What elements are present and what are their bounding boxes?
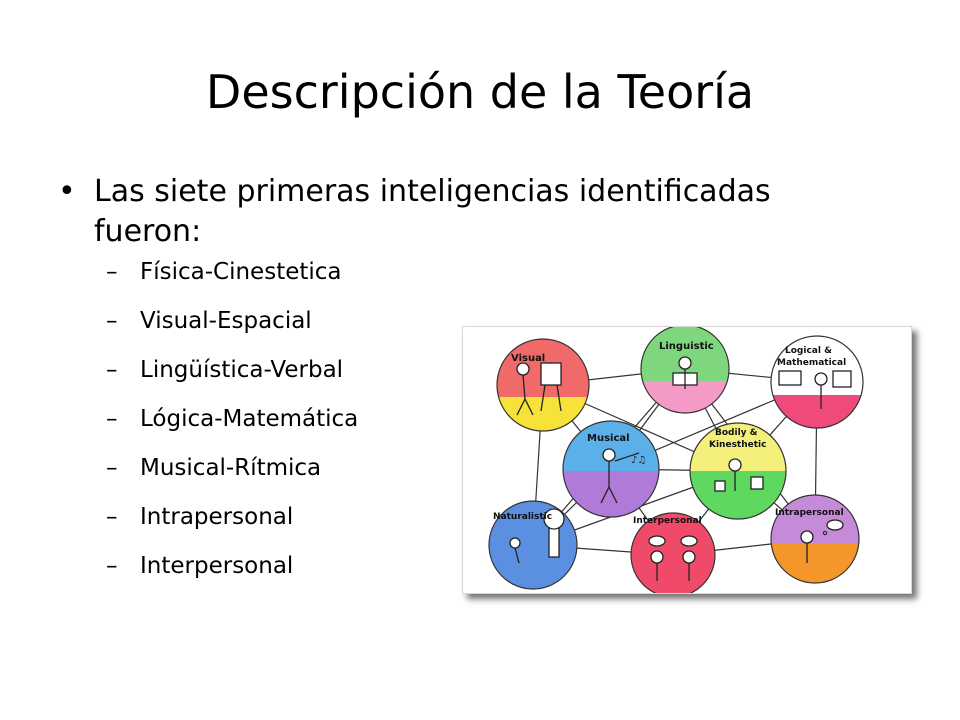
intelligence-list: –Física-Cinestetica –Visual-Espacial –Li… xyxy=(58,260,898,578)
violin-figure-icon: ♪♫ xyxy=(600,448,646,504)
calculating-figure-icon xyxy=(778,370,852,409)
dash-marker: – xyxy=(106,308,118,334)
node-outline xyxy=(630,512,716,593)
dash-marker: – xyxy=(106,259,118,285)
bullet-marker: • xyxy=(58,174,76,209)
node-intrapersonal-bottom xyxy=(771,543,859,583)
list-item: –Física-Cinestetica xyxy=(106,260,898,284)
node-bodily-label-line1: Bodily & xyxy=(715,428,758,438)
dash-marker: – xyxy=(106,553,118,579)
list-item-text: Interpersonal xyxy=(140,553,294,579)
node-logical-bottom xyxy=(771,395,863,428)
node-naturalistic-label: Naturalistic xyxy=(493,512,552,522)
list-item-text: Lingüística-Verbal xyxy=(140,357,344,383)
main-bullet-text: Las siete primeras inteligencias identif… xyxy=(94,174,771,249)
multiple-intelligences-diagram: Visual Linguistic xyxy=(462,326,912,594)
node-bodily-kinesthetic: Bodily & Kinesthetic xyxy=(689,422,787,520)
node-visual: Visual xyxy=(496,338,590,432)
talking-figures-icon xyxy=(648,535,698,581)
intelligences-network: Visual Linguistic xyxy=(488,327,864,593)
node-outline xyxy=(640,327,730,414)
node-naturalistic-top xyxy=(489,501,577,545)
dash-marker: – xyxy=(106,455,118,481)
node-outline xyxy=(496,338,590,432)
list-item: –Interpersonal xyxy=(106,554,898,578)
list-item-text: Lógica-Matemática xyxy=(140,406,359,432)
list-item: –Intrapersonal xyxy=(106,505,898,529)
node-outline xyxy=(488,500,578,590)
node-naturalistic-bottom xyxy=(489,545,577,589)
list-item-text: Intrapersonal xyxy=(140,504,294,530)
list-item: –Visual-Espacial xyxy=(106,309,898,333)
node-interpersonal-bottom xyxy=(631,555,715,593)
list-item: –Lingüística-Verbal xyxy=(106,358,898,382)
node-outline xyxy=(562,420,660,518)
slide-title: Descripción de la Teoría xyxy=(205,65,755,119)
node-intrapersonal-label: Intrapersonal xyxy=(775,508,844,518)
node-musical-label: Musical xyxy=(587,433,630,444)
node-outline xyxy=(770,335,864,429)
node-bodily-bottom xyxy=(690,471,786,519)
list-item: –Lógica-Matemática xyxy=(106,407,898,431)
bullet-list: • Las siete primeras inteligencias ident… xyxy=(58,172,898,603)
node-interpersonal-label: Interpersonal xyxy=(633,516,702,526)
node-musical: ♪♫ Musical xyxy=(562,420,660,518)
svg-text:♪♫: ♪♫ xyxy=(631,455,646,466)
node-musical-bottom xyxy=(563,471,659,517)
node-logical-label-line1: Logical & xyxy=(785,346,832,356)
node-visual-label: Visual xyxy=(511,353,545,364)
main-bullet: • Las siete primeras inteligencias ident… xyxy=(58,172,884,252)
list-item: –Musical-Rítmica xyxy=(106,456,898,480)
list-item-text: Musical-Rítmica xyxy=(140,455,322,481)
node-intrapersonal: Intrapersonal xyxy=(770,494,860,584)
dash-marker: – xyxy=(106,357,118,383)
dash-marker: – xyxy=(106,406,118,432)
reading-figure-icon xyxy=(672,356,698,389)
node-outline xyxy=(689,422,787,520)
list-item-text: Física-Cinestetica xyxy=(140,259,342,285)
artist-figure-icon xyxy=(516,362,562,416)
node-linguistic-label: Linguistic xyxy=(659,341,714,352)
list-item-text: Visual-Espacial xyxy=(140,308,312,334)
node-bodily-label-line2: Kinesthetic xyxy=(709,440,766,450)
node-outline xyxy=(770,494,860,584)
building-figure-icon xyxy=(714,458,764,492)
tree-figure-icon xyxy=(509,508,565,564)
thinking-figure-icon xyxy=(800,519,844,563)
node-interpersonal: Interpersonal xyxy=(630,512,716,593)
node-logical-label-line2: Mathematical xyxy=(777,358,846,368)
dash-marker: – xyxy=(106,504,118,530)
node-intrapersonal-top xyxy=(771,495,859,543)
